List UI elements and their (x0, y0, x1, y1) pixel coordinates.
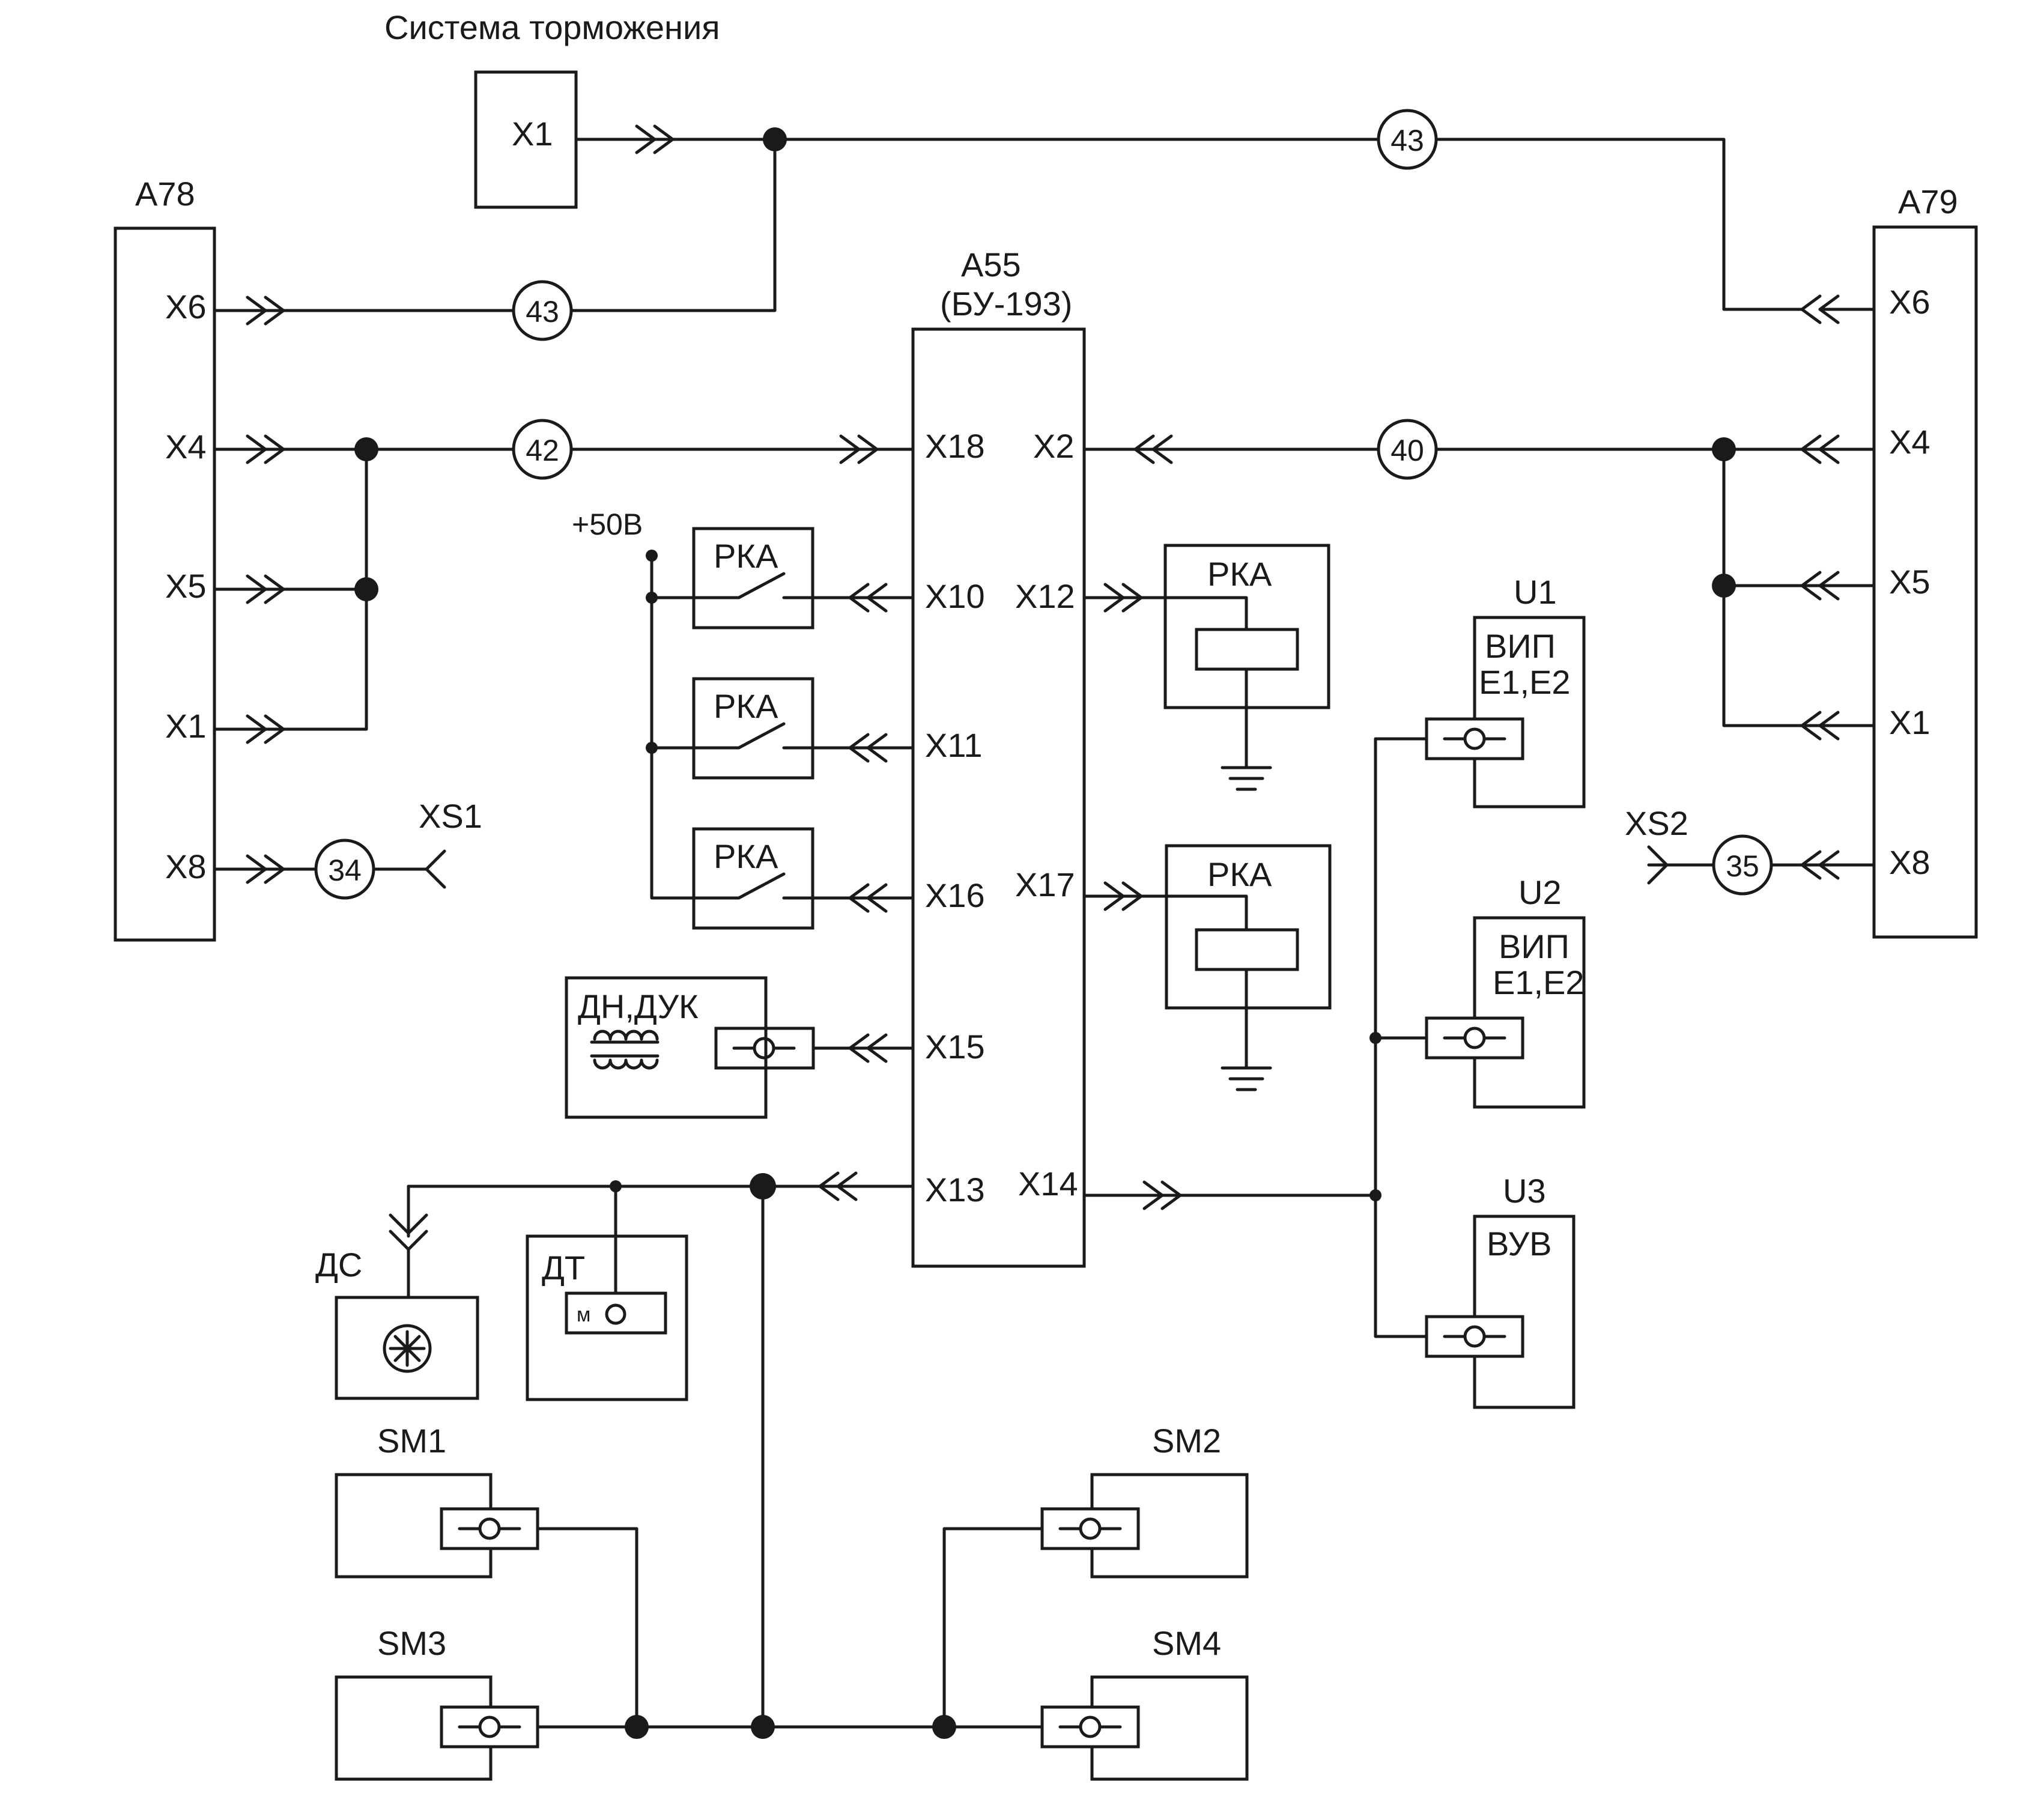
svg-text:РКА: РКА (1207, 855, 1272, 893)
a55-pin-x13: X13 (925, 1171, 985, 1209)
brake-pin-x1: X1 (512, 115, 553, 153)
a55-block (911, 327, 1086, 1268)
a55-sublabel: (БУ-193) (940, 285, 1072, 323)
svg-text:м: м (577, 1303, 590, 1326)
brake-system-block: X1 (474, 70, 578, 209)
wire-marker-34 (314, 839, 375, 900)
a79-pin-x5: X5 (1889, 563, 1930, 601)
svg-text:РКА: РКА (714, 537, 778, 575)
wire-brake-to-a79: 43 (574, 109, 1876, 324)
supply-bus (646, 550, 696, 900)
sm1-label: SM1 (377, 1422, 446, 1460)
svg-text:ВУВ: ВУВ (1487, 1225, 1551, 1263)
supply-label: +50В (572, 508, 643, 541)
sm2-label: SM2 (1152, 1422, 1221, 1460)
wire-marker-43-top (1377, 109, 1438, 170)
motor-sm4: SM4 (1040, 1624, 1249, 1781)
svg-text:42: 42 (526, 434, 559, 467)
svg-text:43: 43 (1391, 124, 1424, 157)
a55-pin-x18: X18 (925, 427, 985, 465)
wire-a78-x6-to-brake: 43 (213, 138, 777, 341)
a79-block (1872, 225, 1978, 939)
svg-text:РКА: РКА (714, 687, 778, 725)
wire-marker-42 (512, 419, 573, 480)
xs1-label: XS1 (419, 797, 482, 835)
motor-sm2: SM2 (1040, 1422, 1249, 1579)
wire-a79-x8-to-xs2: 35 XS2 (1625, 804, 1876, 896)
a78-pin-x1: X1 (165, 707, 207, 745)
a78-pin-x5: X5 (165, 567, 207, 605)
unit-u1: U1 ВИП Е1,Е2 (1425, 573, 1586, 808)
a55-pin-x12: X12 (1015, 577, 1075, 615)
u2-label: U2 (1518, 873, 1562, 911)
sensor-dt: ДТ м (526, 1234, 688, 1401)
a55-pin-x17: X17 (1015, 866, 1075, 903)
relay-coil-x12: РКА (1082, 544, 1330, 791)
ds-label: ДС (315, 1246, 362, 1284)
a78-label: A78 (135, 175, 195, 213)
sm3-label: SM3 (377, 1624, 446, 1662)
brake-system-title: Система торможения (384, 8, 720, 46)
svg-text:ВИП: ВИП (1499, 927, 1569, 965)
motor-sm3: SM3 (335, 1624, 539, 1781)
sensor-ds: ДС (315, 1246, 479, 1400)
a79-label: A79 (1898, 183, 1958, 220)
wire-a79-bus-to-a55-x2: 40 (1082, 419, 1876, 741)
svg-text:40: 40 (1391, 434, 1424, 467)
svg-text:ВИП: ВИП (1485, 627, 1556, 665)
unit-u3: U3 ВУВ (1425, 1172, 1576, 1409)
a55-label: A55 (961, 246, 1021, 284)
a55-pin-x16: X16 (925, 876, 985, 914)
relay-contact-x11: РКА (692, 677, 915, 780)
motor-sm1: SM1 (335, 1422, 539, 1579)
a55-pin-x14: X14 (1018, 1165, 1078, 1203)
xs2-label: XS2 (1625, 804, 1688, 842)
a79-pin-x6: X6 (1889, 283, 1930, 321)
svg-text:34: 34 (328, 854, 362, 887)
a55-pin-x11: X11 (925, 726, 982, 764)
a55-pin-x10: X10 (925, 577, 985, 615)
wire-marker-43-left (512, 280, 573, 341)
a78-pin-x8: X8 (165, 848, 207, 885)
sm4-label: SM4 (1152, 1624, 1221, 1662)
svg-text:ДН,ДУК: ДН,ДУК (578, 987, 699, 1025)
u3-label: U3 (1503, 1172, 1546, 1210)
dt-label: ДТ (542, 1249, 585, 1287)
a78-pin-x4: X4 (165, 428, 207, 466)
ground-icon (1221, 1066, 1272, 1091)
wire-x13-bus (389, 1171, 1044, 1739)
unit-u2: U2 ВИП Е1,Е2 (1425, 873, 1586, 1109)
a55-pin-x2: X2 (1033, 427, 1075, 465)
u1-label: U1 (1514, 573, 1557, 611)
relay-contact-x16: РКА (692, 827, 915, 930)
ground-icon (1221, 766, 1272, 791)
wire-marker-40 (1377, 419, 1438, 480)
svg-text:35: 35 (1726, 849, 1759, 883)
relay-contact-x10: РКА (692, 527, 915, 629)
a78-pin-x6: X6 (165, 288, 207, 326)
svg-text:РКА: РКА (714, 837, 778, 875)
a78-block (114, 226, 216, 942)
wire-a78-x8-to-xs1: 34 XS1 (213, 797, 482, 900)
svg-text:Е1,Е2: Е1,Е2 (1493, 963, 1585, 1001)
wire-a78-bus-to-a55-x18: 42 (213, 419, 915, 744)
svg-text:РКА: РКА (1207, 555, 1272, 593)
speed-sensor-icon (383, 1324, 432, 1373)
svg-text:43: 43 (526, 295, 559, 329)
wire-marker-35 (1712, 834, 1773, 896)
svg-text:Е1,Е2: Е1,Е2 (1479, 663, 1571, 701)
transformer-icon (593, 1030, 659, 1041)
wire-x14-bus (1082, 737, 1428, 1338)
a79-pin-x8: X8 (1889, 843, 1930, 881)
sensor-dn-duk: ДН,ДУК (565, 976, 915, 1119)
relay-coil-x17: РКА (1082, 844, 1332, 1091)
a79-pin-x1: X1 (1889, 703, 1930, 741)
a55-pin-x15: X15 (925, 1028, 985, 1066)
a79-pin-x4: X4 (1889, 423, 1930, 461)
